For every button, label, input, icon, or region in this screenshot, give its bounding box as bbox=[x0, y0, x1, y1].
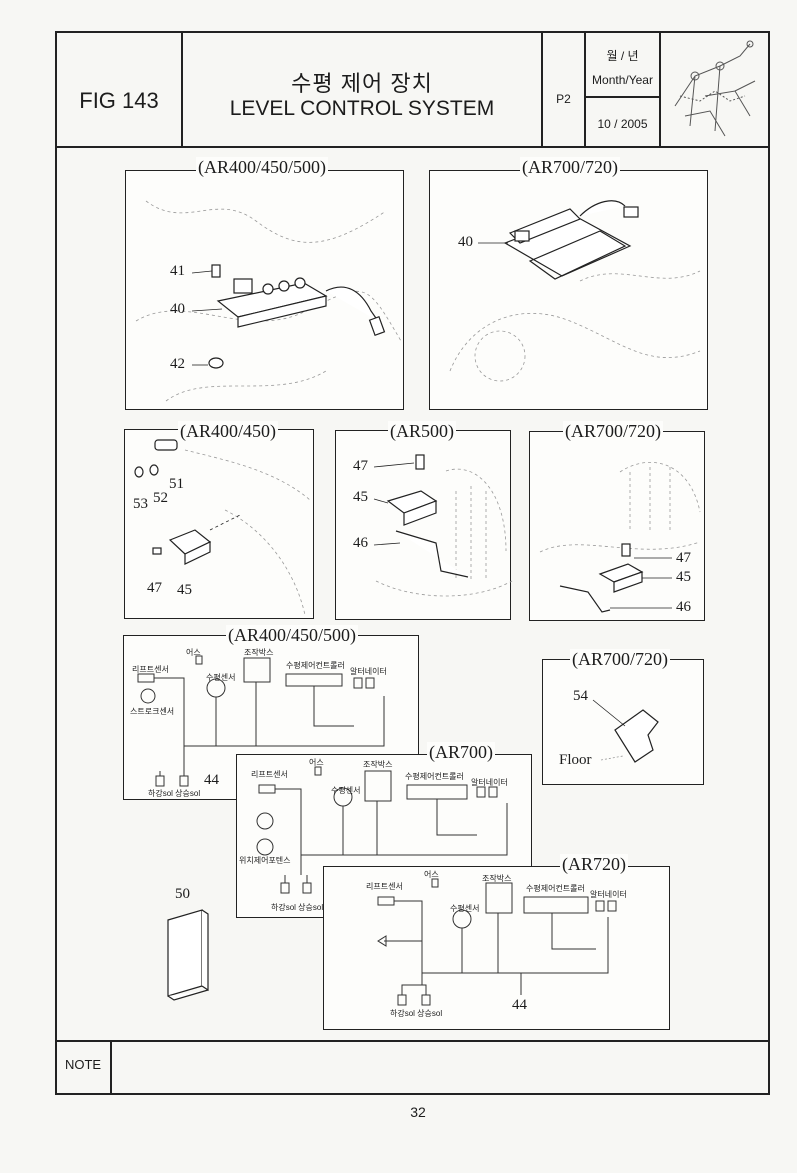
ar700-sensor-drawing bbox=[539, 461, 701, 613]
panel-ar720-wiring-box: 리프트센서 어스 조작박스 수평제어컨트롤러 알터네이터 수평센서 하강sol … bbox=[323, 866, 670, 1030]
wiring-diagram-400 bbox=[137, 655, 385, 787]
panel-ar720-wiring-label: (AR720) bbox=[560, 854, 628, 875]
header-col-2 bbox=[541, 31, 543, 147]
date-divider bbox=[584, 96, 660, 98]
part-47-ar700: 47 bbox=[676, 550, 691, 566]
part-47: 47 bbox=[147, 580, 162, 596]
fig-label: FIG 143 bbox=[79, 88, 159, 113]
wire-label-earth: 어스 bbox=[186, 648, 201, 657]
wire-label-control-box-720: 조작박스 bbox=[482, 874, 512, 883]
part-45: 45 bbox=[177, 582, 192, 598]
part-52: 52 bbox=[153, 490, 168, 506]
wire-label-level-controller: 수평제어컨트롤러 bbox=[286, 661, 345, 670]
header-col-1 bbox=[181, 31, 183, 147]
page-frame bbox=[55, 31, 770, 1095]
wire-label-level-sensor-700: 수평센서 bbox=[331, 786, 361, 795]
manual-booklet-drawing bbox=[167, 909, 209, 1001]
part-40: 40 bbox=[170, 301, 185, 317]
wiring-diagram-720 bbox=[377, 878, 617, 1006]
wire-label-stroke-sensor: 스트로크센서 bbox=[130, 707, 175, 716]
part-54: 54 bbox=[573, 688, 588, 704]
wire-label-solenoids-700: 하강sol 상승sol bbox=[271, 903, 324, 912]
part-53: 53 bbox=[133, 496, 148, 512]
panel-ar400-450-label: (AR400/450) bbox=[178, 421, 278, 442]
wire-label-earth-700: 어스 bbox=[309, 758, 324, 767]
part-44-400: 44 bbox=[204, 772, 219, 788]
panel-ar400-450-500-box: 41 40 42 bbox=[125, 170, 404, 410]
part-41: 41 bbox=[170, 263, 185, 279]
part-50: 50 bbox=[175, 886, 190, 902]
wire-label-solenoids-720: 하강sol 상승sol bbox=[390, 1009, 443, 1018]
wire-label-alternator-700: 알터네이터 bbox=[471, 778, 508, 787]
part-51: 51 bbox=[169, 476, 184, 492]
sensor-mount-drawing bbox=[134, 439, 311, 616]
panel-ar700-720-sensor-box: 47 45 46 bbox=[529, 431, 705, 621]
title-korean: 수평 제어 장치 bbox=[291, 71, 433, 96]
note-col bbox=[110, 1040, 112, 1095]
floor-plate-drawing bbox=[592, 699, 659, 763]
control-box-drawing bbox=[135, 200, 402, 402]
floor-label: Floor bbox=[559, 752, 592, 768]
control-box-drawing-700 bbox=[449, 200, 701, 382]
panel-ar700-720-floor-label: (AR700/720) bbox=[570, 649, 670, 670]
date-value: 10 / 2005 bbox=[597, 117, 648, 131]
panel-ar700-720-sensor-label: (AR700/720) bbox=[563, 421, 663, 442]
panel-ar700-720-label: (AR700/720) bbox=[520, 157, 620, 178]
panel-ar400-450-sensor-box: 51 53 52 47 45 bbox=[124, 429, 314, 619]
panel-ar500-label: (AR500) bbox=[388, 421, 456, 442]
wire-label-alternator-720: 알터네이터 bbox=[590, 890, 627, 899]
wire-label-lift-sensor-700: 리프트센서 bbox=[251, 770, 288, 779]
wiring-diagram-700 bbox=[256, 766, 508, 894]
panel-ar400-450-500-wiring-label: (AR400/450/500) bbox=[226, 625, 358, 646]
wire-label-level-controller-720: 수평제어컨트롤러 bbox=[526, 884, 585, 893]
logo-illustration bbox=[674, 40, 756, 137]
wire-label-alternator: 알터네이터 bbox=[350, 667, 387, 676]
wire-label-control-box: 조작박스 bbox=[244, 648, 274, 657]
panel-ar700-720-floor-box: 54 Floor bbox=[542, 659, 704, 785]
wire-label-position-pot: 위치제어포텐스 bbox=[239, 856, 291, 865]
title-english: LEVEL CONTROL SYSTEM bbox=[229, 97, 495, 120]
part-46-ar500: 46 bbox=[353, 535, 368, 551]
wire-label-level-sensor: 수평센서 bbox=[206, 673, 236, 682]
note-divider bbox=[55, 1040, 770, 1042]
panel-ar700-720-box: 40 bbox=[429, 170, 708, 410]
wire-label-lift-sensor: 리프트센서 bbox=[132, 665, 169, 674]
wire-label-level-sensor-720: 수평센서 bbox=[450, 904, 480, 913]
page-code: P2 bbox=[556, 92, 571, 106]
page-number: 32 bbox=[410, 1104, 426, 1120]
wire-label-lift-sensor-720: 리프트센서 bbox=[366, 882, 403, 891]
wire-label-solenoids: 하강sol 상승sol bbox=[148, 789, 201, 798]
header-divider bbox=[55, 146, 770, 148]
part-40-ar700: 40 bbox=[458, 234, 473, 250]
header-col-3 bbox=[584, 31, 586, 147]
date-label-ko: 월 / 년 bbox=[606, 49, 639, 63]
part-45-ar700: 45 bbox=[676, 569, 691, 585]
panel-ar700-wiring-label: (AR700) bbox=[427, 742, 495, 763]
ar500-drawing bbox=[373, 454, 513, 597]
date-label-en: Month/Year bbox=[592, 73, 653, 87]
wire-label-control-box-700: 조작박스 bbox=[363, 760, 393, 769]
part-45-ar500: 45 bbox=[353, 489, 368, 505]
wire-label-earth-720: 어스 bbox=[424, 870, 439, 879]
wire-label-level-controller-700: 수평제어컨트롤러 bbox=[405, 772, 464, 781]
part-47-ar500: 47 bbox=[353, 458, 368, 474]
header-col-4 bbox=[659, 31, 661, 147]
part-46-ar700: 46 bbox=[676, 599, 691, 615]
panel-ar500-box: 47 45 46 bbox=[335, 430, 513, 620]
part-44-720: 44 bbox=[512, 997, 527, 1013]
panel-ar400-450-500-label: (AR400/450/500) bbox=[196, 157, 328, 178]
part-42: 42 bbox=[170, 356, 185, 372]
note-label: NOTE bbox=[64, 1057, 102, 1072]
